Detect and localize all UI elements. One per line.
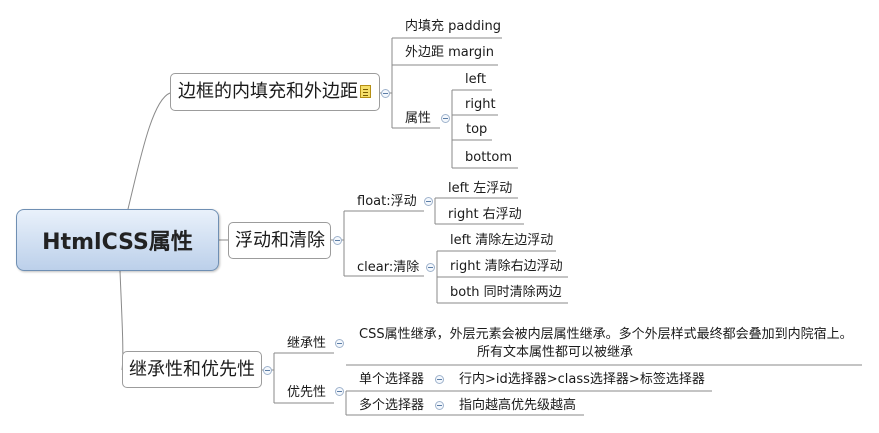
node-inherit-priority[interactable]: 继承性和优先性 <box>122 351 262 388</box>
root-node[interactable]: HtmlCSS属性 <box>16 209 219 271</box>
node-float-left[interactable]: left 左浮动 <box>448 181 513 196</box>
collapse-icon[interactable] <box>335 387 344 396</box>
inheritance-text-1[interactable]: CSS属性继承，外层元素会被内层属性继承。多个外层样式最终都会叠加到内院宿上。 <box>359 327 853 342</box>
collapse-icon[interactable] <box>441 114 450 123</box>
node-clear-right[interactable]: right 清除右边浮动 <box>450 259 563 274</box>
node-left[interactable]: left <box>465 72 487 87</box>
node-padding[interactable]: 内填充 padding <box>405 19 501 34</box>
node-properties[interactable]: 属性 <box>405 111 432 126</box>
node-box-model-label: 边框的内填充和外边距 <box>178 81 358 102</box>
root-label: HtmlCSS属性 <box>42 230 193 255</box>
node-priority[interactable]: 优先性 <box>287 385 327 400</box>
collapse-icon[interactable] <box>335 339 344 348</box>
node-multi-selector[interactable]: 多个选择器 <box>359 398 425 413</box>
collapse-icon[interactable] <box>435 401 444 410</box>
node-clear[interactable]: clear:清除 <box>357 260 420 275</box>
node-top[interactable]: top <box>466 122 488 137</box>
note-icon[interactable] <box>360 85 371 98</box>
single-selector-order[interactable]: 行内>id选择器>class选择器>标签选择器 <box>459 372 705 387</box>
node-float[interactable]: float:浮动 <box>357 194 417 209</box>
inheritance-text-2[interactable]: 所有文本属性都可以被继承 <box>477 345 634 360</box>
multi-selector-rule[interactable]: 指向越高优先级越高 <box>459 398 577 413</box>
collapse-icon[interactable] <box>435 375 444 384</box>
node-bottom[interactable]: bottom <box>465 150 513 165</box>
node-margin[interactable]: 外边距 margin <box>405 45 494 60</box>
node-clear-both[interactable]: both 同时清除两边 <box>450 285 562 300</box>
collapse-icon[interactable] <box>381 89 390 98</box>
node-float-clear-label: 浮动和清除 <box>235 230 325 251</box>
node-box-model[interactable]: 边框的内填充和外边距 <box>170 73 380 111</box>
collapse-icon[interactable] <box>263 366 272 375</box>
node-inheritance[interactable]: 继承性 <box>287 336 327 351</box>
node-right[interactable]: right <box>465 97 496 112</box>
node-float-right[interactable]: right 右浮动 <box>448 207 522 222</box>
collapse-icon[interactable] <box>426 263 435 272</box>
node-inherit-priority-label: 继承性和优先性 <box>129 359 255 380</box>
node-float-clear[interactable]: 浮动和清除 <box>228 222 331 259</box>
node-clear-left[interactable]: left 清除左边浮动 <box>450 233 554 248</box>
collapse-icon[interactable] <box>333 236 342 245</box>
node-single-selector[interactable]: 单个选择器 <box>359 372 425 387</box>
collapse-icon[interactable] <box>424 197 433 206</box>
